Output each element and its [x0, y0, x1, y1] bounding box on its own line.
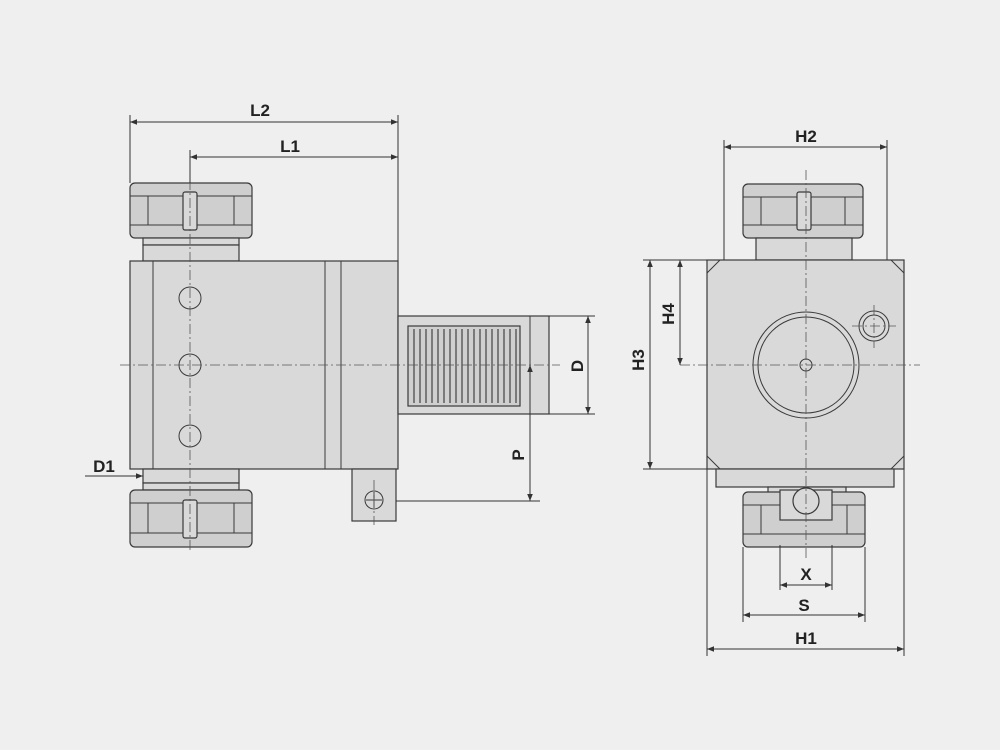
side-view-dimensions: L2 L1 D1 D P — [85, 101, 595, 502]
bottom-collet-nut — [129, 468, 253, 548]
top-collet-nut — [129, 182, 253, 262]
front-view — [680, 170, 920, 560]
dim-label-d1: D1 — [93, 457, 115, 476]
front-bottom-collet-nut — [742, 486, 866, 548]
threaded-shank — [397, 315, 550, 415]
dim-label-h1: H1 — [795, 629, 817, 648]
dim-label-s: S — [798, 596, 809, 615]
front-view-dimensions: H2 H3 H4 X S H1 — [629, 127, 905, 656]
front-top-collet-nut — [742, 183, 864, 261]
dim-label-l2: L2 — [250, 101, 270, 120]
dim-label-h2: H2 — [795, 127, 817, 146]
front-body — [706, 259, 905, 488]
dim-label-p: P — [509, 449, 528, 460]
dim-label-d: D — [568, 360, 587, 372]
side-view — [120, 180, 560, 550]
dim-label-h3: H3 — [629, 349, 648, 371]
dim-label-x: X — [800, 565, 812, 584]
dim-label-l1: L1 — [280, 137, 300, 156]
dim-label-h4: H4 — [659, 303, 678, 325]
